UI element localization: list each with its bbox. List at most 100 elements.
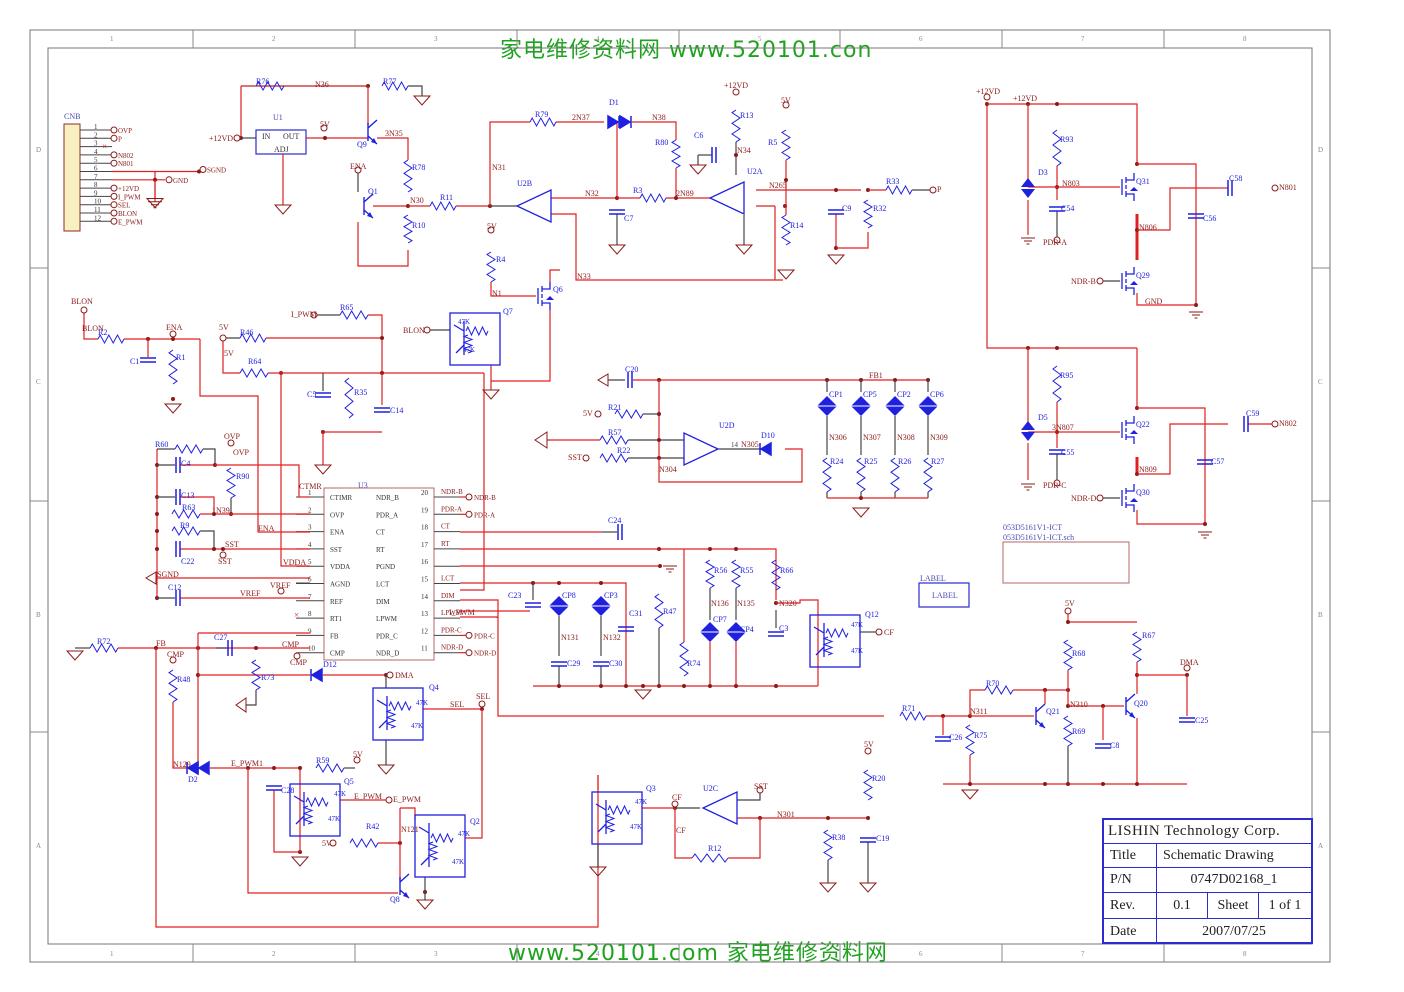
- junction-dot: [380, 336, 384, 340]
- port-icon: [582, 454, 590, 462]
- junction-dot: [859, 496, 863, 500]
- wire: [1137, 423, 1228, 475]
- net-label: BLON: [118, 210, 137, 218]
- resistor-icon: [771, 559, 781, 591]
- ref-designator: R67: [1142, 631, 1155, 640]
- resistor-icon: [226, 467, 236, 499]
- opamp-icon: [683, 431, 720, 467]
- wire: [484, 599, 884, 717]
- ref-designator: R48: [177, 675, 190, 684]
- ic-pin-name: PDR_C: [376, 632, 398, 640]
- mosfet-icon: [1121, 484, 1135, 512]
- net-label: 5V: [1065, 599, 1075, 608]
- value-text: 47K: [458, 830, 470, 838]
- resistor-icon: [315, 763, 345, 773]
- resistor-icon: [822, 636, 834, 656]
- net-label: PDR-C: [474, 632, 495, 640]
- junction-dot: [1055, 346, 1059, 350]
- port-icon: [756, 786, 764, 794]
- capacitor-icon: [935, 736, 951, 742]
- net-label: NDR-B: [1071, 277, 1096, 286]
- zone-column-label: 4: [596, 950, 600, 958]
- net-label: N304: [659, 465, 677, 474]
- junction-dot: [557, 581, 561, 585]
- ref-designator: Q2: [470, 817, 480, 826]
- ground-icon: [960, 789, 980, 800]
- wire: [155, 648, 599, 928]
- wire: [357, 222, 409, 267]
- resistor-icon: [305, 796, 329, 808]
- port-icon: [277, 587, 285, 595]
- net-label: OVP: [224, 432, 241, 441]
- transistor-icon: [376, 696, 388, 730]
- ref-designator: U2D: [719, 421, 735, 430]
- zone-row-label: B: [36, 611, 41, 619]
- port-icon: [594, 410, 602, 418]
- wire: [1136, 293, 1196, 306]
- zone-row-label: A: [1318, 842, 1323, 850]
- wire: [737, 793, 761, 801]
- wire: [280, 373, 310, 567]
- value-text: 47K: [334, 790, 346, 798]
- ic-pin-name: LCT: [376, 581, 390, 589]
- net-label: LCT: [441, 575, 455, 583]
- port-icon: [110, 159, 118, 167]
- net-label: CF: [672, 793, 682, 802]
- net-label: DIM: [441, 592, 455, 600]
- zone-row-label: D: [1318, 146, 1323, 154]
- ground-icon: [273, 204, 293, 215]
- net-label: P: [118, 135, 122, 143]
- capacitor-icon: [1197, 459, 1213, 465]
- net-label: N809: [1139, 465, 1157, 474]
- resistor-icon: [781, 129, 791, 161]
- net-label: N31: [492, 163, 506, 172]
- title-block: LISHIN Technology Corp. Title Schematic …: [1102, 818, 1313, 944]
- connector-pin-number: 1: [94, 123, 98, 131]
- net-label: BLON: [82, 324, 104, 333]
- ref-designator: R90: [236, 472, 249, 481]
- diode-icon: [759, 441, 772, 457]
- port-icon: [1053, 479, 1061, 487]
- junction-dot: [599, 684, 603, 688]
- ic-pin-number: 19: [421, 506, 429, 514]
- junction-dot: [557, 684, 561, 688]
- net-label: CMP: [167, 650, 184, 659]
- ground-icon: [588, 866, 608, 877]
- resistor-icon: [427, 841, 439, 861]
- ref-designator: R60: [155, 440, 168, 449]
- wire: [549, 269, 560, 282]
- port-icon: [465, 510, 473, 518]
- junction-dot: [774, 684, 778, 688]
- ref-designator: R22: [617, 446, 630, 455]
- capacitor-icon: [860, 837, 876, 843]
- junction-dot: [272, 766, 276, 770]
- zone-column-label: 2: [272, 35, 276, 43]
- wire: [1136, 510, 1205, 525]
- ref-designator: C58: [1229, 174, 1242, 183]
- ground-icon: [313, 464, 333, 475]
- ic-pin-name: RT1: [330, 615, 343, 623]
- net-label: BLON: [403, 326, 425, 335]
- capacitor-icon: [175, 489, 181, 505]
- ref-designator: R21: [608, 403, 621, 412]
- junction-dot: [1101, 782, 1105, 786]
- port-icon: [110, 209, 118, 217]
- junction-dot: [834, 188, 838, 192]
- ref-designator: D5: [1038, 413, 1048, 422]
- transistor-box: [449, 312, 501, 366]
- ref-designator: R71: [902, 704, 915, 713]
- port-icon: [353, 756, 361, 764]
- net-label: N306: [829, 433, 847, 442]
- diode-icon: [607, 114, 620, 130]
- ic-pin-number: 15: [421, 576, 429, 584]
- capacitor-icon: [374, 407, 390, 413]
- capacitor-icon: [1188, 213, 1204, 219]
- ground-icon: [145, 198, 165, 209]
- watermark-top: 家电维修资料网 www.520101.con: [500, 38, 873, 63]
- resistor-icon: [731, 559, 741, 589]
- junction-dot: [221, 547, 225, 551]
- ref-designator: C20: [625, 365, 638, 374]
- net-label: 5V: [224, 349, 234, 358]
- resistor-icon: [1132, 631, 1142, 663]
- ic-pin-number: 14: [421, 593, 429, 601]
